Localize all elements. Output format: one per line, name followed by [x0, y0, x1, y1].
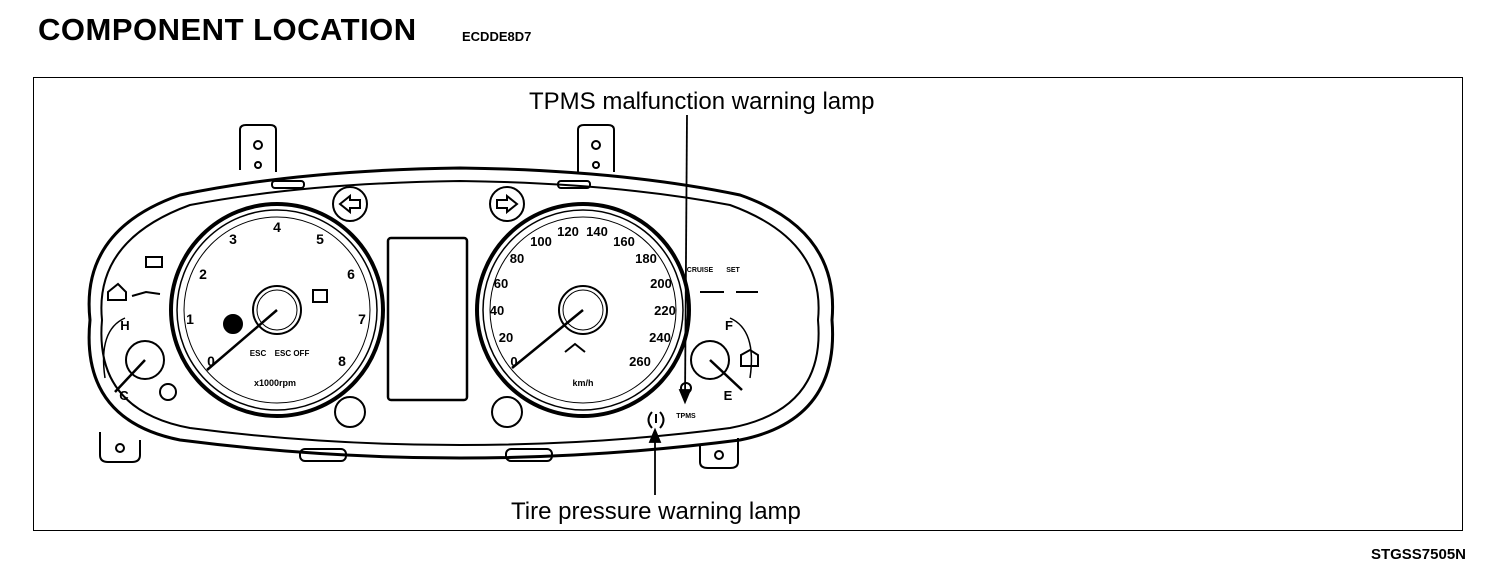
tach-label: 5	[316, 231, 324, 247]
tach-label: 2	[199, 266, 207, 282]
fog-light-indicator	[491, 396, 523, 428]
page-title: COMPONENT LOCATION	[38, 12, 417, 47]
tach-label: 7	[358, 311, 366, 327]
speedo-label: 0	[510, 354, 517, 369]
esc-off-label: ESC OFF	[275, 349, 310, 358]
speedometer-labels: 0 20 40 60 80 100 120 140 160 180 200 22…	[490, 224, 676, 388]
speedo-label: 180	[635, 251, 657, 266]
top-left-mount-tab	[239, 124, 277, 172]
headlight-indicator	[334, 396, 366, 428]
tach-unit: x1000rpm	[254, 378, 296, 388]
brake-warning-icon	[223, 314, 243, 334]
tachometer	[169, 202, 385, 418]
oil-pressure-icon	[131, 290, 161, 297]
top-right-mount-tab	[577, 124, 615, 172]
temp-high-label: H	[120, 318, 129, 333]
speedo-unit: km/h	[572, 378, 593, 388]
temp-cold-label: C	[119, 388, 129, 403]
tire-pressure-callout: Tire pressure warning lamp	[511, 498, 801, 525]
temperature-needle	[114, 359, 146, 393]
speedometer	[475, 202, 691, 418]
speedo-label: 200	[650, 276, 672, 291]
tire-pressure-icon	[647, 411, 665, 429]
esc-label: ESC	[250, 349, 267, 358]
set-label: SET	[726, 267, 740, 274]
battery-icon	[145, 256, 163, 268]
speedo-label: 120	[557, 224, 579, 239]
fuel-empty-label: E	[724, 388, 733, 403]
engine-check-icon	[107, 282, 127, 301]
cruise-label: CRUISE	[687, 267, 714, 274]
tire-pressure-leader-arrow	[648, 427, 662, 443]
temperature-gauge-hub	[125, 340, 165, 380]
speedo-label: 100	[530, 234, 552, 249]
figure-frame	[33, 77, 1463, 531]
tachometer-hub	[252, 285, 302, 335]
speedo-label: 260	[629, 354, 651, 369]
tachometer-labels: 0 1 2 3 4 5 6 7 8 x1000rpm ESC ESC OFF	[186, 219, 366, 388]
left-turn-indicator	[332, 186, 368, 222]
speedometer-hub	[558, 285, 608, 335]
tach-label: 3	[229, 231, 237, 247]
bottom-right-mount-tab	[699, 438, 739, 469]
tachometer-needle	[206, 309, 278, 371]
fuel-gauge-hub	[690, 340, 730, 380]
speedo-label: 160	[613, 234, 635, 249]
speedo-label: 80	[510, 251, 524, 266]
bottom-left-mount-tab	[99, 432, 141, 463]
speedo-label: 140	[586, 224, 608, 239]
cluster-bezel	[100, 179, 820, 447]
speedometer-needle	[511, 309, 584, 369]
center-lcd-display	[386, 236, 469, 402]
tach-label: 0	[207, 353, 215, 369]
speedo-label: 60	[494, 276, 508, 291]
figure-reference: STGSS7505N	[1370, 546, 1466, 563]
tach-label: 6	[347, 266, 355, 282]
speedo-label: 40	[490, 303, 504, 318]
document-code: ECDDE8D7	[462, 29, 532, 44]
right-turn-indicator	[489, 186, 525, 222]
speedo-label: 240	[649, 330, 671, 345]
tpms-lamp-label: TPMS	[676, 413, 696, 420]
high-beam-icon	[564, 342, 586, 353]
speedo-label: 220	[654, 303, 676, 318]
door-open-icon	[312, 289, 328, 303]
tpms-leader-line	[684, 114, 688, 401]
tach-label: 1	[186, 311, 194, 327]
fuel-needle	[709, 359, 743, 391]
fuel-full-label: F	[725, 318, 733, 333]
speedo-label: 20	[499, 330, 513, 345]
cluster-housing	[87, 166, 835, 460]
tach-label: 8	[338, 353, 346, 369]
tach-label: 4	[273, 219, 281, 235]
fuel-pump-icon	[740, 348, 759, 367]
tpms-leader-arrow	[678, 389, 692, 405]
tpms-malfunction-callout: TPMS malfunction warning lamp	[529, 88, 875, 115]
airbag-icon	[159, 383, 177, 401]
